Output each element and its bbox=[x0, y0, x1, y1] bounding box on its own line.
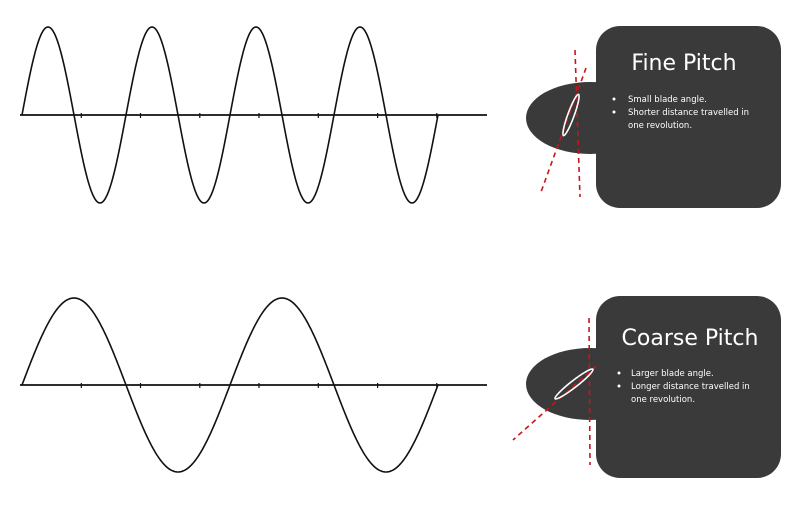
coarse-pitch-bullet-list: Larger blade angle. Longer distance trav… bbox=[617, 369, 750, 405]
fine-pitch-section: Fine Pitch Small blade angle. Shorter di… bbox=[20, 26, 781, 208]
fine-pitch-card bbox=[596, 26, 781, 208]
coarse-pitch-card bbox=[596, 296, 781, 478]
coarse-pitch-wave bbox=[21, 297, 439, 473]
coarse-pitch-section: Coarse Pitch Larger blade angle. Longer … bbox=[20, 296, 781, 478]
coarse-pitch-blade bbox=[554, 368, 594, 400]
coarse-pitch-vertical-guide bbox=[588, 317, 591, 466]
coarse-pitch-panel: Coarse Pitch Larger blade angle. Longer … bbox=[512, 296, 781, 478]
coarse-pitch-angle-guide bbox=[512, 365, 597, 441]
fine-pitch-panel: Fine Pitch Small blade angle. Shorter di… bbox=[526, 26, 781, 208]
fine-pitch-wave-group bbox=[20, 26, 487, 204]
coarse-pitch-bullet-2-cont: one revolution. bbox=[631, 395, 695, 405]
coarse-pitch-axis-ticks bbox=[80, 383, 438, 388]
fine-pitch-bullet-1: Small blade angle. bbox=[628, 95, 707, 105]
fine-pitch-vertical-guide bbox=[574, 49, 581, 198]
fine-pitch-bullet-2-cont: one revolution. bbox=[628, 121, 692, 131]
coarse-pitch-bullet-1: Larger blade angle. bbox=[631, 369, 714, 379]
fine-pitch-bullet-2: Shorter distance travelled in bbox=[628, 108, 749, 118]
fine-pitch-bullet-list: Small blade angle. Shorter distance trav… bbox=[612, 95, 749, 131]
coarse-pitch-bullet-dot bbox=[617, 371, 621, 375]
fine-pitch-title: Fine Pitch bbox=[631, 51, 736, 76]
coarse-pitch-bullet-2: Longer distance travelled in bbox=[631, 382, 750, 392]
fine-pitch-wave bbox=[21, 26, 439, 204]
coarse-pitch-wave-group bbox=[20, 297, 487, 473]
fine-pitch-bullet-dot bbox=[612, 110, 616, 114]
fine-pitch-axis-ticks bbox=[80, 113, 438, 118]
fine-pitch-bullet-dot bbox=[612, 97, 616, 101]
coarse-pitch-bullet-dot bbox=[617, 384, 621, 388]
fine-pitch-blade bbox=[562, 93, 580, 137]
coarse-pitch-title: Coarse Pitch bbox=[622, 326, 759, 351]
